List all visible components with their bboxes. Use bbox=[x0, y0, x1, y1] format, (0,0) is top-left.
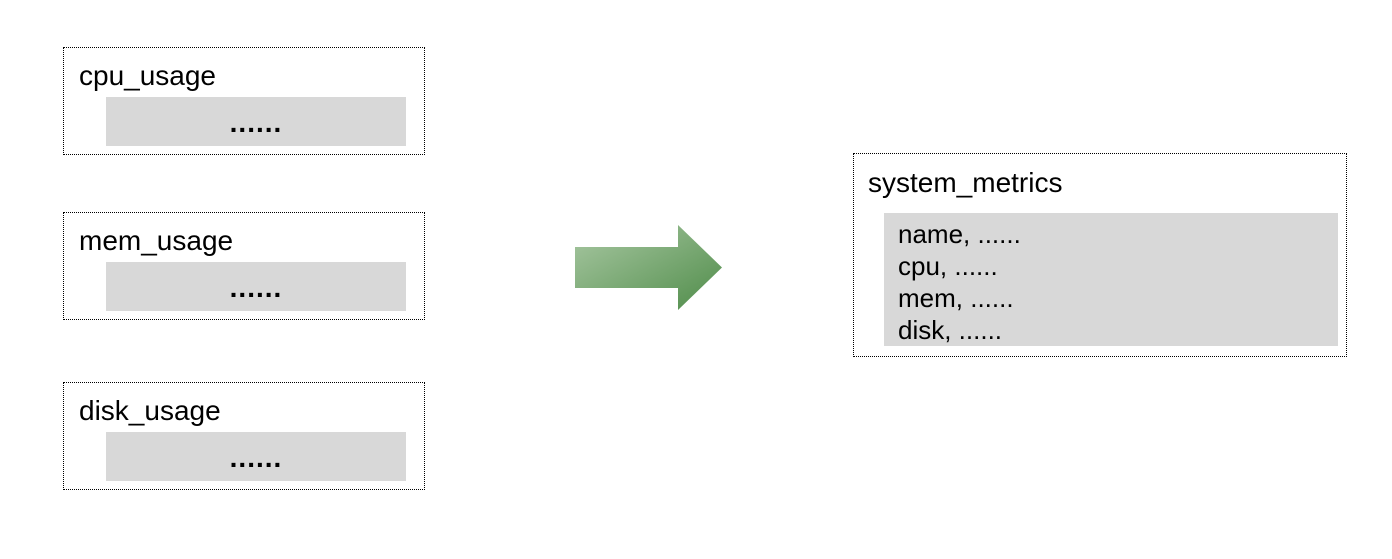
source-table-cpu-usage: cpu_usage ...... bbox=[63, 47, 425, 155]
table-body-placeholder: ...... bbox=[106, 97, 406, 146]
field-row-mem: mem, ...... bbox=[898, 283, 1014, 313]
table-body: name, ...... cpu, ...... mem, ...... dis… bbox=[884, 213, 1338, 346]
source-table-disk-usage: disk_usage ...... bbox=[63, 382, 425, 490]
table-title: system_metrics bbox=[868, 167, 1063, 198]
table-title: cpu_usage bbox=[79, 60, 217, 91]
source-table-mem-usage: mem_usage ...... bbox=[63, 212, 425, 320]
table-body-placeholder: ...... bbox=[106, 262, 406, 311]
table-title: mem_usage bbox=[79, 225, 234, 256]
table-title: disk_usage bbox=[79, 395, 221, 426]
field-row-disk: disk, ...... bbox=[898, 315, 1003, 345]
field-row-cpu: cpu, ...... bbox=[898, 251, 998, 281]
field-row-name: name, ...... bbox=[898, 219, 1021, 249]
right-arrow-icon bbox=[575, 225, 722, 310]
table-body-placeholder: ...... bbox=[106, 432, 406, 481]
target-table-system-metrics: system_metrics name, ...... cpu, ...... … bbox=[853, 153, 1347, 357]
